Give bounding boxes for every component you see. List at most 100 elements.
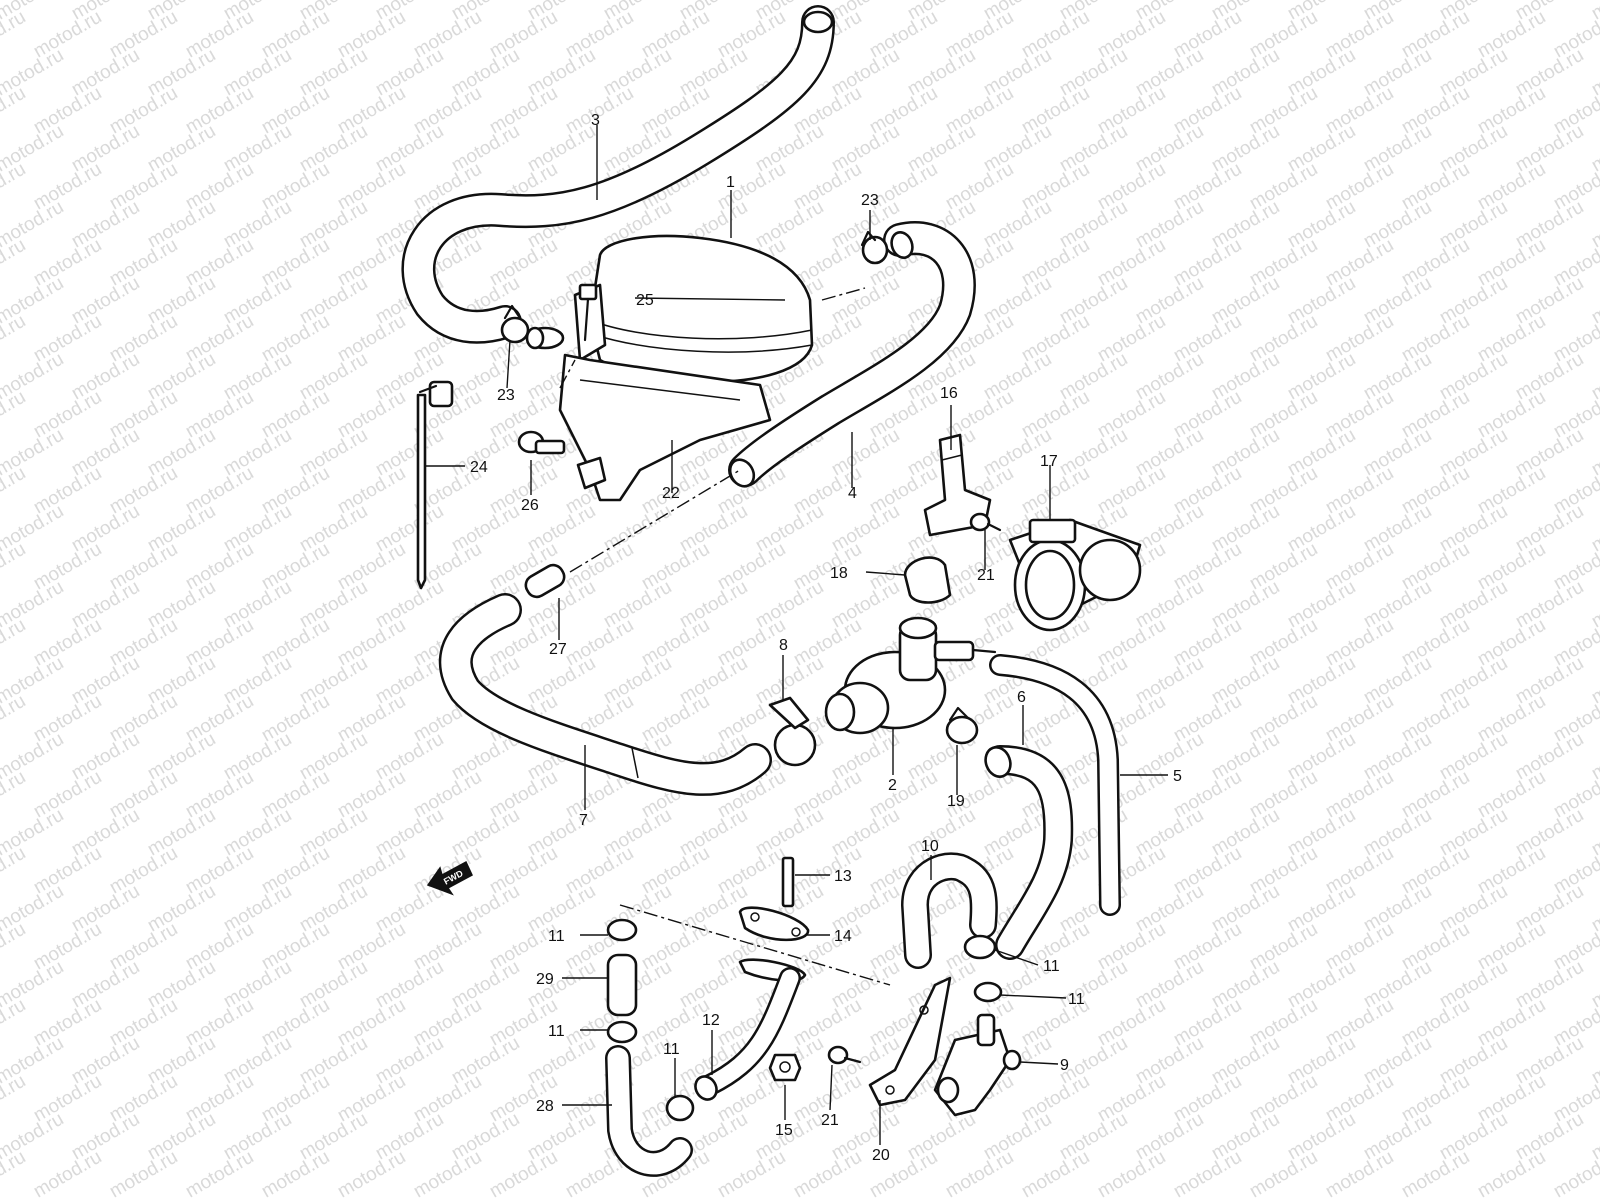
callout-27: 27 bbox=[549, 641, 567, 658]
gasket-14 bbox=[738, 906, 810, 942]
callout-11-right-lower: 11 bbox=[1068, 991, 1085, 1008]
screw-21-upper bbox=[969, 512, 1002, 532]
callout-16: 16 bbox=[940, 385, 958, 402]
callout-1: 1 bbox=[726, 174, 735, 191]
callout-12: 12 bbox=[702, 1012, 720, 1029]
callout-18: 18 bbox=[830, 565, 848, 582]
callout-3: 3 bbox=[591, 112, 600, 129]
callout-4: 4 bbox=[848, 485, 857, 502]
joint-27 bbox=[524, 563, 566, 599]
callout-21-lower: 21 bbox=[821, 1112, 839, 1129]
callout-14: 14 bbox=[834, 928, 852, 945]
watermark-text: motod.ru bbox=[942, 1147, 1017, 1200]
watermark-text: motod.ru bbox=[0, 7, 29, 63]
watermark-text: motod.ru bbox=[410, 1147, 485, 1200]
clamp-23-right bbox=[860, 230, 889, 265]
watermark-text: motod.ru bbox=[0, 615, 29, 671]
callout-10: 10 bbox=[921, 838, 939, 855]
callout-11-left-mid: 11 bbox=[548, 1023, 565, 1040]
clamp-8 bbox=[768, 696, 817, 767]
callout-22: 22 bbox=[662, 485, 680, 502]
watermark-text: motod.ru bbox=[1474, 1147, 1549, 1200]
clamp-11-left-mid bbox=[606, 1020, 638, 1044]
clamp-23-left bbox=[500, 304, 530, 344]
watermark-text: motod.ru bbox=[30, 1147, 105, 1200]
screw-21-lower bbox=[827, 1045, 862, 1065]
clamp-11-right-lower bbox=[973, 981, 1003, 1003]
watermark-text: motod.ru bbox=[0, 1071, 29, 1127]
callout-26: 26 bbox=[521, 497, 539, 514]
watermark-text: motod.ru bbox=[0, 995, 29, 1051]
hose-4 bbox=[728, 221, 976, 488]
hose-3 bbox=[401, 5, 835, 344]
callouts: 3 1 23 25 23 24 26 22 4 16 17 18 21 27 8… bbox=[442, 112, 1182, 1164]
bolt-26 bbox=[517, 430, 566, 455]
callout-17: 17 bbox=[1040, 453, 1058, 470]
callout-28: 28 bbox=[536, 1098, 554, 1115]
watermark-text: motod.ru bbox=[1246, 1147, 1321, 1200]
callout-11-left-top: 11 bbox=[548, 928, 565, 945]
callout-11-right-upper: 11 bbox=[1043, 958, 1060, 975]
callout-9: 9 bbox=[1060, 1057, 1069, 1074]
callout-25: 25 bbox=[636, 292, 654, 309]
watermark-text: motod.ru bbox=[0, 1147, 29, 1200]
watermark-text: motod.ru bbox=[0, 843, 29, 899]
watermark-text: motod.ru bbox=[486, 1147, 561, 1200]
watermark-text: motod.ru bbox=[182, 1147, 257, 1200]
watermark-text: motod.ru bbox=[0, 539, 29, 595]
hose-7 bbox=[438, 593, 772, 796]
watermark-text: motod.ru bbox=[1322, 1147, 1397, 1200]
clamp-11-left-top bbox=[606, 918, 638, 942]
callout-15: 15 bbox=[775, 1122, 793, 1139]
center-lines bbox=[559, 287, 891, 986]
hose-6 bbox=[984, 745, 1074, 960]
watermark-text: motod.ru bbox=[0, 83, 29, 139]
pair-valve-2 bbox=[824, 616, 997, 735]
hose-10 bbox=[901, 852, 998, 969]
watermark-text: motod.ru bbox=[1398, 1147, 1473, 1200]
watermark-text: motod.ru bbox=[0, 311, 29, 367]
callout-23-right: 23 bbox=[861, 192, 879, 209]
callout-21-upper: 21 bbox=[977, 567, 995, 584]
callout-11-bottom: 11 bbox=[663, 1041, 680, 1058]
callout-20: 20 bbox=[872, 1147, 890, 1164]
callout-13: 13 bbox=[834, 868, 852, 885]
watermark-text: motod.ru bbox=[0, 463, 29, 519]
holder-17 bbox=[1008, 518, 1142, 632]
leader-lines bbox=[425, 125, 1168, 1145]
callout-29: 29 bbox=[536, 971, 554, 988]
watermark-text: motod.ru bbox=[334, 1147, 409, 1200]
clamp-11-right-upper bbox=[963, 934, 997, 960]
cable-tie-24 bbox=[416, 380, 454, 590]
clamp-19 bbox=[945, 706, 979, 745]
callout-7: 7 bbox=[579, 812, 588, 829]
bracket-20 bbox=[868, 976, 952, 1107]
callout-23-left: 23 bbox=[497, 387, 515, 404]
watermark-text: motod.ru bbox=[258, 1147, 333, 1200]
bolt-25 bbox=[578, 283, 598, 342]
watermark-text: motod.ru bbox=[0, 387, 29, 443]
stud-13 bbox=[781, 856, 795, 908]
callout-8: 8 bbox=[779, 637, 788, 654]
valve-9 bbox=[933, 1013, 1022, 1117]
watermark-text: motod.ru bbox=[1018, 1147, 1093, 1200]
callout-2: 2 bbox=[888, 777, 897, 794]
callout-6: 6 bbox=[1017, 689, 1026, 706]
watermark-text: motod.ru bbox=[0, 235, 29, 291]
forward-arrow-icon bbox=[426, 860, 473, 896]
clamp-11-bottom bbox=[665, 1094, 695, 1122]
watermark-text: motod.ru bbox=[714, 1147, 789, 1200]
watermark-text: motod.ru bbox=[0, 767, 29, 823]
callout-19: 19 bbox=[947, 793, 965, 810]
watermark-text: motod.ru bbox=[0, 691, 29, 747]
pipe-29 bbox=[606, 953, 638, 1017]
bracket-22 bbox=[558, 353, 772, 502]
watermark-text: motod.ru bbox=[1094, 1147, 1169, 1200]
watermark-text: motod.ru bbox=[1170, 1147, 1245, 1200]
cap-18 bbox=[903, 556, 952, 604]
pipe-12 bbox=[694, 958, 807, 1101]
watermark-text: motod.ru bbox=[790, 1147, 865, 1200]
parts-group bbox=[401, 5, 1142, 1177]
nut-15 bbox=[768, 1053, 802, 1082]
